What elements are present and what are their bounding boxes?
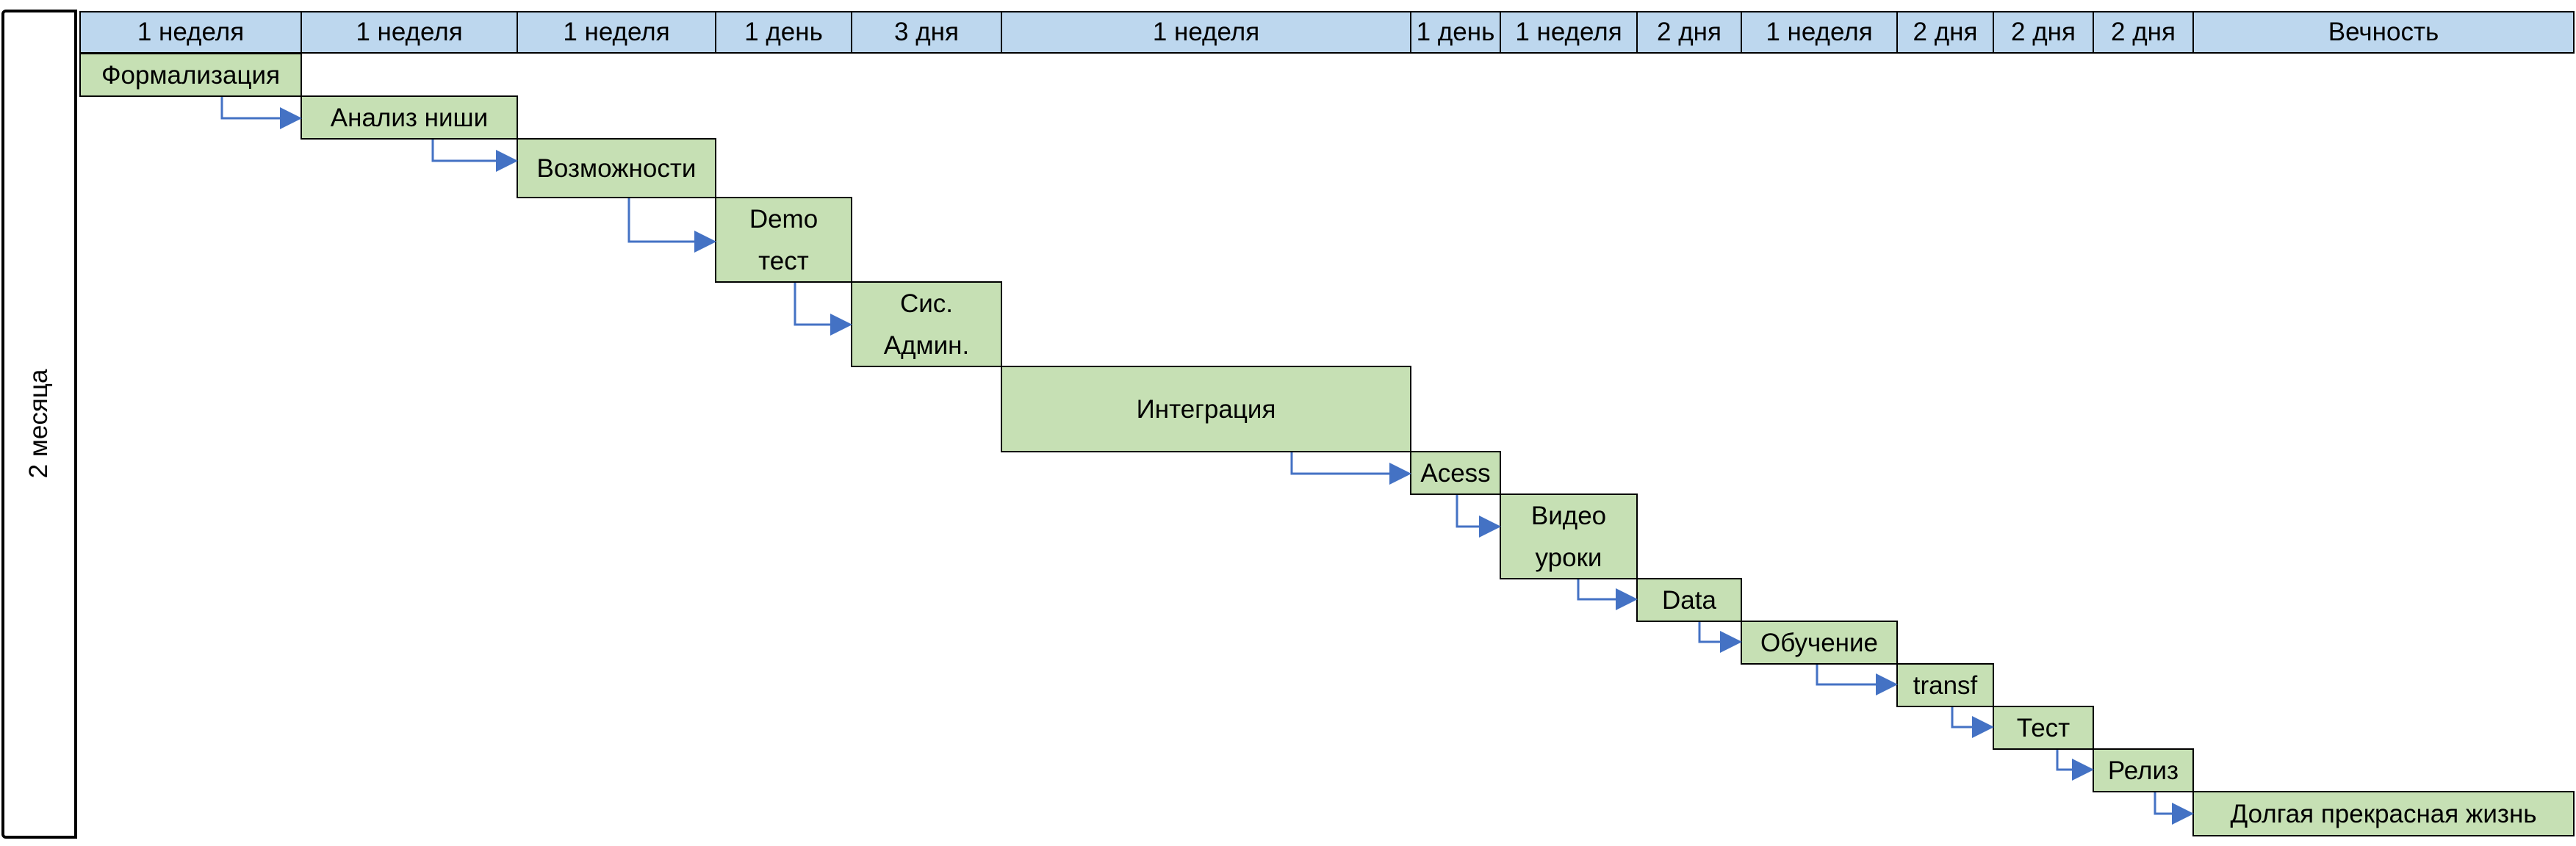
task-video-lessons: Видео уроки: [1500, 494, 1638, 579]
arrow-13-to-14: [2154, 792, 2194, 825]
task-training: Обучение: [1741, 621, 1898, 665]
header-col-13: 2 дня: [2093, 11, 2194, 54]
arrow-3-to-4: [627, 198, 716, 253]
task-test: Тест: [1993, 706, 2094, 750]
header-col-12: 2 дня: [1993, 11, 2094, 54]
task-release: Релиз: [2093, 748, 2194, 792]
header-col-8: 1 неделя: [1500, 11, 1638, 54]
arrow-2-to-3: [431, 140, 518, 172]
task-integration: Интеграция: [1001, 366, 1411, 452]
task-demo-test: Demo тест: [715, 197, 852, 283]
task-transf: transf: [1896, 663, 1994, 707]
header-col-1: 1 неделя: [79, 11, 302, 54]
header-col-5: 3 дня: [851, 11, 1002, 54]
arrow-6-to-7: [1290, 452, 1411, 485]
task-long-happy-life: Долгая прекрасная жизнь: [2192, 791, 2575, 836]
header-col-9: 2 дня: [1636, 11, 1742, 54]
arrow-11-to-12: [1951, 707, 1994, 738]
arrow-12-to-13: [2056, 750, 2094, 781]
duration-bracket: [1, 10, 77, 839]
header-col-11: 2 дня: [1896, 11, 1994, 54]
task-access: Acess: [1410, 451, 1501, 495]
task-formalization: Формализация: [79, 53, 302, 97]
header-col-4: 1 день: [715, 11, 852, 54]
header-col-7: 1 день: [1410, 11, 1501, 54]
header-col-10: 1 неделя: [1741, 11, 1898, 54]
header-col-2: 1 неделя: [301, 11, 518, 54]
duration-label: 2 месяца: [24, 369, 53, 479]
header-col-14: Вечность: [2192, 11, 2575, 54]
task-opportunities: Возможности: [517, 138, 716, 198]
header-col-3: 1 неделя: [517, 11, 716, 54]
task-data: Data: [1636, 578, 1742, 622]
task-sysadmin: Сис. Админ.: [851, 281, 1002, 367]
arrow-7-to-8: [1456, 495, 1501, 538]
arrow-1-to-2: [220, 97, 302, 129]
arrow-10-to-11: [1816, 665, 1898, 695]
task-niche-analysis: Анализ ниши: [301, 95, 518, 140]
arrow-9-to-10: [1698, 622, 1742, 653]
header-col-6: 1 неделя: [1001, 11, 1411, 54]
arrow-4-to-5: [794, 283, 852, 336]
arrow-8-to-9: [1577, 579, 1638, 610]
